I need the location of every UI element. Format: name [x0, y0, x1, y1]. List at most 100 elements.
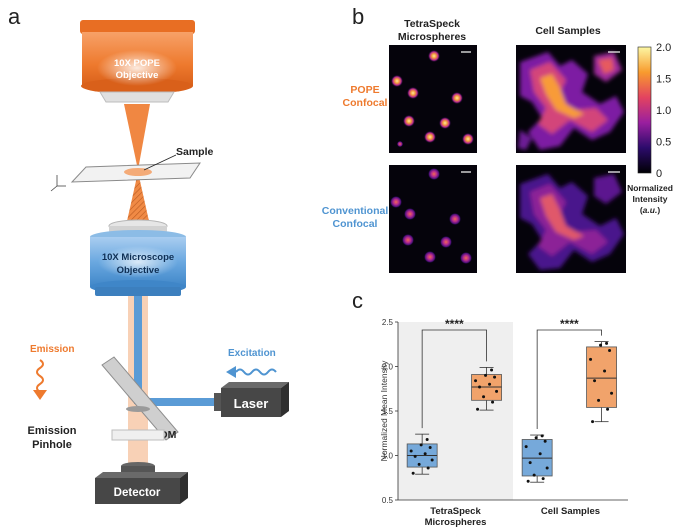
data-point [543, 439, 547, 443]
image-cell-pope [516, 45, 626, 153]
panel-b: b TetraSpeck Microspheres Cell Samples P… [322, 4, 673, 273]
row-title-2-line-1: Conventional [322, 205, 389, 217]
laser: Laser [214, 382, 289, 417]
data-point [541, 477, 545, 481]
y-axis-label: Normalized Mean Intensity [379, 360, 389, 461]
pinhole-label-2: Pinhole [32, 439, 72, 451]
row-title-2-line-1: Confocal [333, 218, 378, 230]
panel-a: a 10X POPE Objective Sample [8, 4, 289, 504]
data-point [430, 458, 434, 462]
colorbar: 2.0 1.5 1.0 0.5 0 Normalized Intensity (… [627, 42, 673, 215]
significance-label: **** [560, 317, 579, 331]
y-tick-label: 0.5 [382, 496, 394, 505]
detector-side [180, 472, 188, 504]
sample-spot [124, 168, 152, 176]
data-point [599, 343, 603, 347]
data-point [409, 449, 413, 453]
data-point [413, 454, 417, 458]
colorbar-tick-label: 1.5 [656, 74, 671, 86]
image-cell-conventional [516, 165, 626, 273]
data-point [591, 420, 595, 424]
data-point [526, 479, 530, 483]
emission-wave-icon [33, 359, 47, 400]
emission-label: Emission [30, 344, 74, 355]
y-tick-label: 2.5 [382, 318, 394, 327]
x-group-label: Cell Samples [541, 506, 600, 517]
objective-collection-cone [125, 172, 151, 230]
detector-sensor [121, 466, 155, 474]
data-point [528, 461, 532, 465]
pope-objective-cap [80, 20, 195, 34]
emission-pinhole [111, 429, 165, 441]
panel-b-letter: b [352, 4, 364, 29]
panel-a-letter: a [8, 4, 21, 29]
y-tick-label: 2.0 [382, 363, 394, 372]
excitation-label: Excitation [228, 348, 276, 359]
colorbar-tick-label: 2.0 [656, 42, 671, 54]
microscope-objective-glow [98, 246, 178, 278]
data-point [419, 443, 423, 447]
data-point [532, 473, 536, 477]
data-point [428, 445, 432, 449]
data-point [610, 391, 614, 395]
excitation-beam-horizontal [138, 398, 216, 406]
laser-side [281, 382, 289, 417]
detector: Detector [95, 462, 188, 504]
pope-objective-label-1: 10X POPE [114, 58, 160, 69]
group-background [398, 322, 513, 500]
significance-label: **** [445, 317, 464, 331]
tube-lens [126, 406, 150, 412]
data-point [482, 395, 486, 399]
data-point [425, 437, 429, 441]
colorbar-title-2: Intensity [633, 194, 668, 204]
detector-body [95, 478, 180, 504]
data-point [411, 471, 415, 475]
row-title-1-line-2: Confocal [343, 97, 388, 109]
box [586, 346, 617, 408]
data-point [538, 452, 542, 456]
y-tick-label: 1.0 [382, 452, 394, 461]
data-point [488, 382, 492, 386]
dichroic-mirror [101, 356, 179, 441]
data-point [597, 398, 601, 402]
excitation-wave-icon [226, 366, 277, 378]
data-point [589, 357, 593, 361]
data-point [593, 379, 597, 383]
colorbar-title-1: Normalized [627, 183, 673, 193]
data-point [474, 379, 478, 383]
microscope-objective-label-2: Objective [117, 265, 160, 276]
excitation-beam-vertical [134, 296, 142, 404]
data-point [545, 466, 549, 470]
panel-c-letter: c [352, 288, 363, 313]
data-point [478, 385, 482, 389]
sample-pointer [143, 154, 177, 171]
pope-objective-label-2: Objective [116, 70, 159, 81]
data-point [476, 407, 480, 411]
pope-objective-glow [97, 50, 177, 86]
data-point [426, 466, 430, 470]
axes-icon [50, 175, 66, 192]
data-point [484, 373, 488, 377]
pope-objective-tip [99, 91, 175, 103]
microscope-objective-ring [95, 287, 181, 296]
data-point [540, 434, 544, 438]
image-tetraspeck-pope [389, 45, 477, 153]
colorbar-unit: (a.u.) [640, 205, 661, 215]
data-point [608, 348, 612, 352]
detector-top [95, 472, 188, 478]
data-point [490, 368, 494, 372]
data-point [534, 436, 538, 440]
data-point [603, 369, 607, 373]
colorbar-tick-label: 0.5 [656, 137, 671, 149]
laser-body [221, 388, 281, 417]
column-title-1-line-2: Microspheres [398, 31, 466, 43]
data-point [423, 452, 427, 456]
pope-objective: 10X POPE Objective [80, 20, 195, 103]
data-point [606, 407, 610, 411]
laser-top [221, 382, 289, 388]
data-point [491, 400, 495, 404]
data-point [605, 341, 609, 345]
